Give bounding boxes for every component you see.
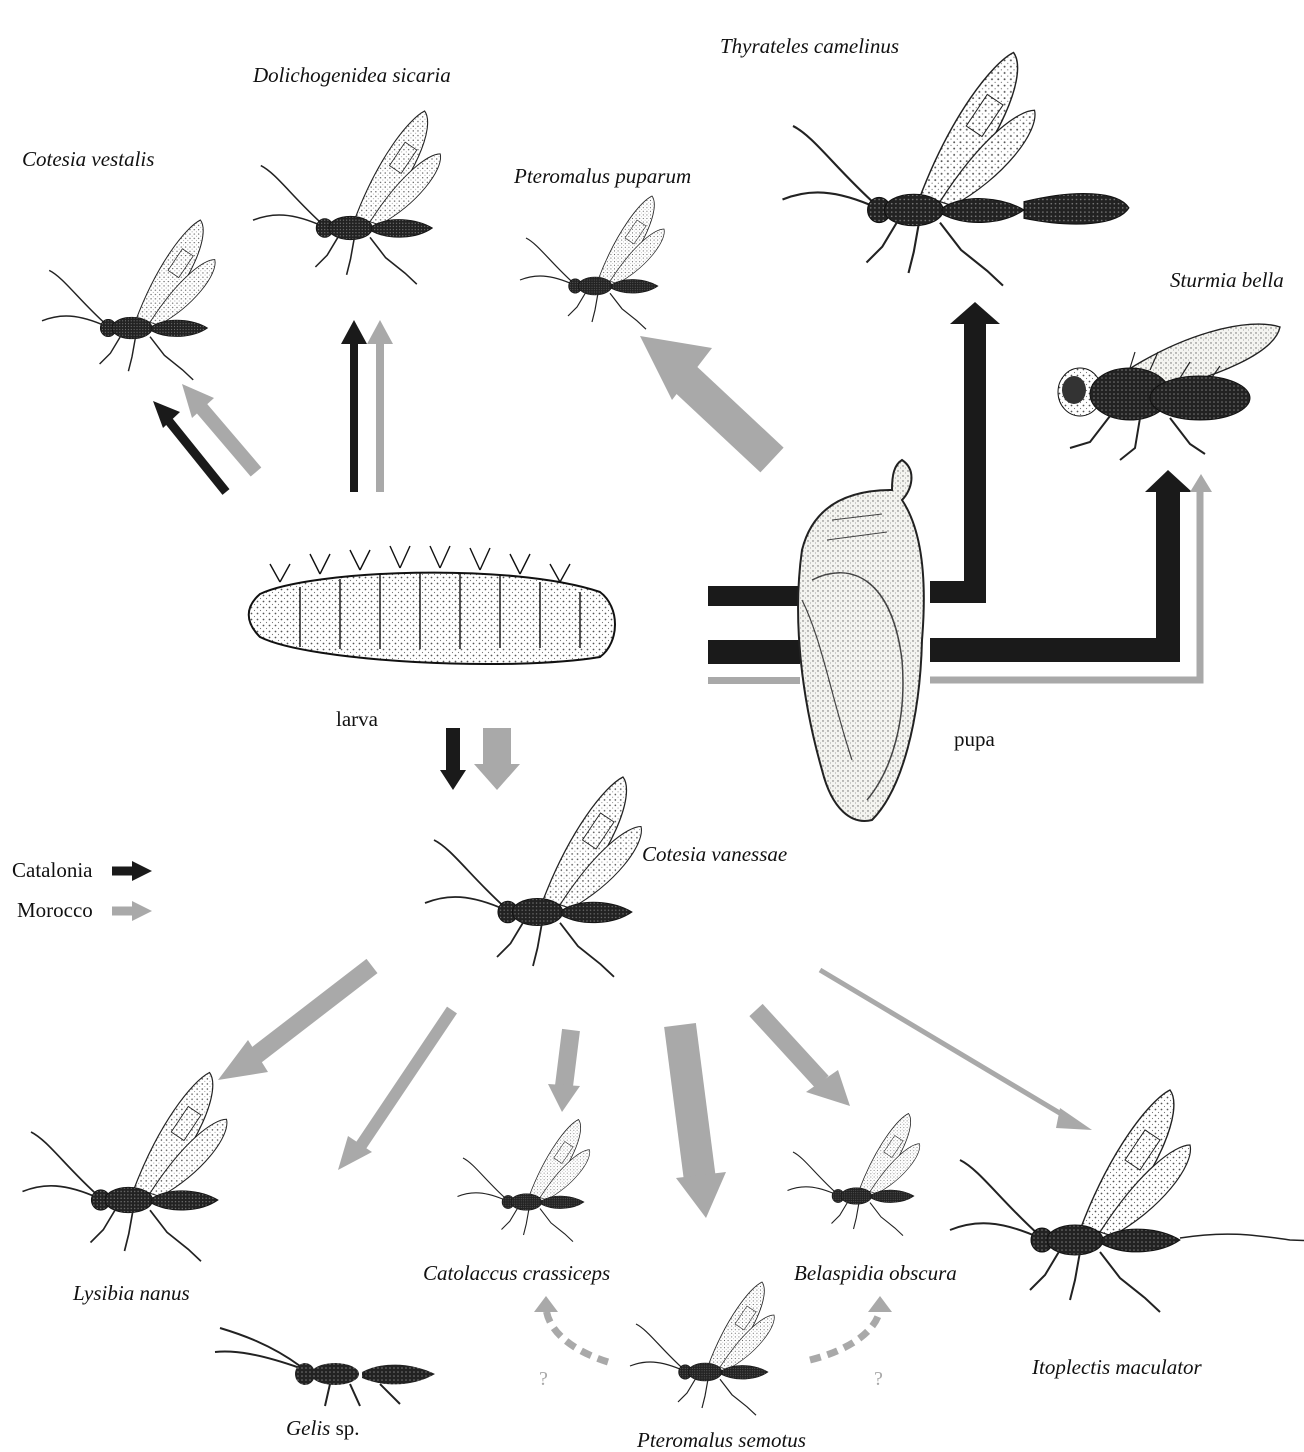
wasp-icon bbox=[253, 111, 441, 284]
label-belaspidia-obscura: Belaspidia obscura bbox=[794, 1261, 957, 1286]
legend-morocco: Morocco bbox=[17, 898, 93, 923]
label-cotesia-vanessae: Cotesia vanessae bbox=[642, 842, 787, 867]
label-pteromalus-puparum: Pteromalus puparum bbox=[514, 164, 691, 189]
label-gelis-suffix: sp. bbox=[330, 1416, 359, 1440]
fly-icon bbox=[1058, 324, 1280, 460]
wasp-icon bbox=[520, 196, 664, 329]
wasp-icon bbox=[783, 53, 1130, 286]
label-gelis-genus: Gelis bbox=[286, 1416, 330, 1440]
label-larva: larva bbox=[336, 707, 378, 732]
wasp-icon bbox=[22, 1073, 226, 1262]
arrow-icon bbox=[112, 302, 1212, 1362]
wasp-icon bbox=[42, 220, 215, 380]
label-pteromalus-semotus: Pteromalus semotus bbox=[637, 1428, 806, 1452]
label-lysibia-nanus: Lysibia nanus bbox=[73, 1281, 190, 1306]
label-thyrateles-camelinus: Thyrateles camelinus bbox=[720, 34, 899, 59]
legend-catalonia: Catalonia bbox=[12, 858, 92, 883]
label-gelis-sp: Gelis sp. bbox=[286, 1416, 360, 1441]
question-mark-left: ? bbox=[539, 1368, 548, 1391]
label-pupa: pupa bbox=[954, 727, 995, 752]
wasp-icon bbox=[215, 1328, 435, 1406]
caterpillar-icon bbox=[249, 546, 615, 664]
label-itoplectis-maculator: Itoplectis maculator bbox=[1032, 1355, 1202, 1380]
label-cotesia-vestalis: Cotesia vestalis bbox=[22, 147, 154, 172]
label-sturmia-bella: Sturmia bella bbox=[1170, 268, 1284, 293]
wasp-icon bbox=[950, 1090, 1304, 1312]
wasp-icon bbox=[788, 1114, 920, 1236]
wasp-icon bbox=[630, 1282, 774, 1415]
question-mark-right: ? bbox=[874, 1368, 883, 1391]
label-catolaccus-crassiceps: Catolaccus crassiceps bbox=[423, 1261, 610, 1286]
wasp-icon bbox=[425, 777, 641, 977]
chrysalis-icon bbox=[798, 460, 924, 821]
label-dolichogenidea-sicaria: Dolichogenidea sicaria bbox=[253, 63, 451, 88]
wasp-icon bbox=[458, 1120, 590, 1242]
